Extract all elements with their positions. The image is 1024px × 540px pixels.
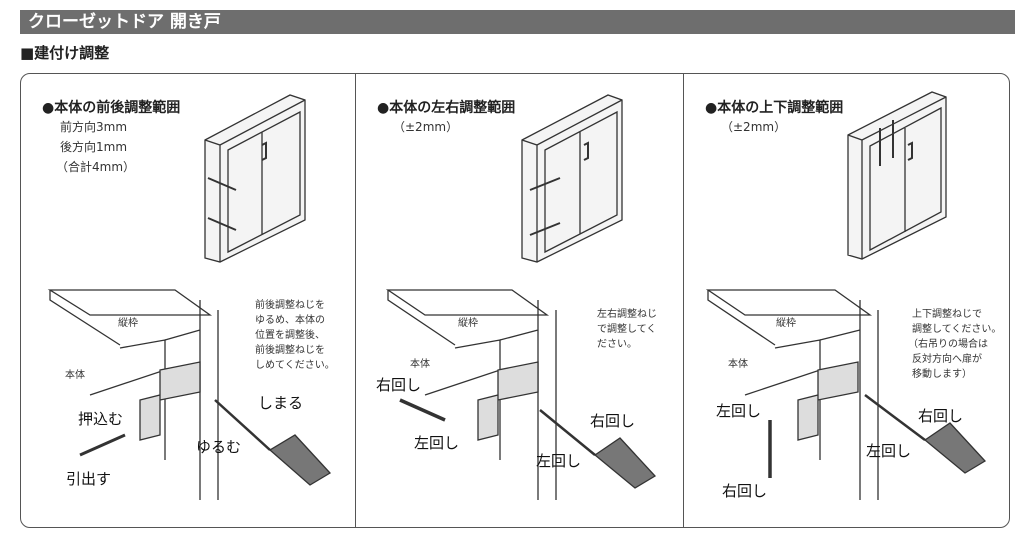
body-label: 本体 bbox=[65, 370, 85, 381]
panel1-note-1: 前後調整ねじを bbox=[255, 300, 325, 311]
screw-left-label: 左回し bbox=[866, 442, 912, 460]
hinge-detail-1 bbox=[47, 289, 332, 500]
panel2-note-2: で調整してく bbox=[597, 324, 657, 335]
frame-label: 縦枠 bbox=[776, 318, 796, 329]
panel2-range: （±2mm） bbox=[393, 120, 459, 134]
divider bbox=[355, 73, 356, 528]
panel1-note-5: しめてください。 bbox=[255, 360, 335, 371]
panel1-note-2: ゆるめ、本体の bbox=[255, 315, 325, 326]
panel1-heading: ●本体の前後調整範囲 bbox=[42, 100, 181, 116]
panel3-note-5: 移動します） bbox=[912, 369, 972, 380]
panel1-range-2: 後方向1mm bbox=[60, 140, 128, 154]
right-turn-label: 右回し bbox=[722, 482, 768, 500]
panel2-heading: ●本体の左右調整範囲 bbox=[377, 100, 516, 116]
frame-label: 縦枠 bbox=[458, 318, 478, 329]
left-turn-label: 左回し bbox=[716, 402, 762, 420]
diagram-frame bbox=[20, 73, 1010, 528]
cabinet-illustration-1 bbox=[204, 94, 306, 263]
panel3-note-4: 反対方向へ扉が bbox=[912, 354, 982, 365]
frame-label: 縦枠 bbox=[118, 318, 138, 329]
screw-right-label: 右回し bbox=[918, 407, 964, 425]
right-turn-label: 右回し bbox=[376, 376, 422, 394]
panel1-range-3: （合計4mm） bbox=[56, 160, 136, 174]
panel3-heading: ●本体の上下調整範囲 bbox=[705, 100, 844, 116]
tighten-label: しまる bbox=[258, 394, 304, 412]
section-title: クローゼットドア 開き戸 bbox=[20, 10, 1015, 34]
hinge-detail-2 bbox=[385, 289, 657, 500]
pull-label: 引出す bbox=[66, 470, 112, 488]
panel2-note-1: 左右調整ねじ bbox=[597, 309, 657, 320]
subsection-title: ■建付け調整 bbox=[20, 44, 110, 62]
loosen-label: ゆるむ bbox=[196, 438, 242, 456]
panel3-note-1: 上下調整ねじで bbox=[912, 309, 982, 320]
screw-right-label: 右回し bbox=[590, 412, 636, 430]
panel3-note-2: 調整してください。 bbox=[912, 324, 1002, 335]
divider bbox=[683, 73, 684, 528]
body-label: 本体 bbox=[728, 359, 748, 370]
cabinet-illustration-2 bbox=[521, 94, 623, 263]
panel1-range-1: 前方向3mm bbox=[60, 120, 128, 134]
panel2-note-3: ださい。 bbox=[597, 339, 637, 350]
panel1-note-3: 位置を調整後、 bbox=[255, 330, 325, 341]
cabinet-illustration-3 bbox=[847, 91, 947, 260]
panel1-note-4: 前後調整ねじを bbox=[255, 345, 325, 356]
push-label: 押込む bbox=[78, 410, 124, 428]
body-label: 本体 bbox=[410, 359, 430, 370]
panel3-range: （±2mm） bbox=[721, 120, 787, 134]
panel3-note-3: （右吊りの場合は bbox=[908, 339, 988, 350]
hinge-detail-3 bbox=[705, 289, 987, 500]
left-turn-label: 左回し bbox=[414, 434, 460, 452]
screw-left-label: 左回し bbox=[536, 452, 582, 470]
